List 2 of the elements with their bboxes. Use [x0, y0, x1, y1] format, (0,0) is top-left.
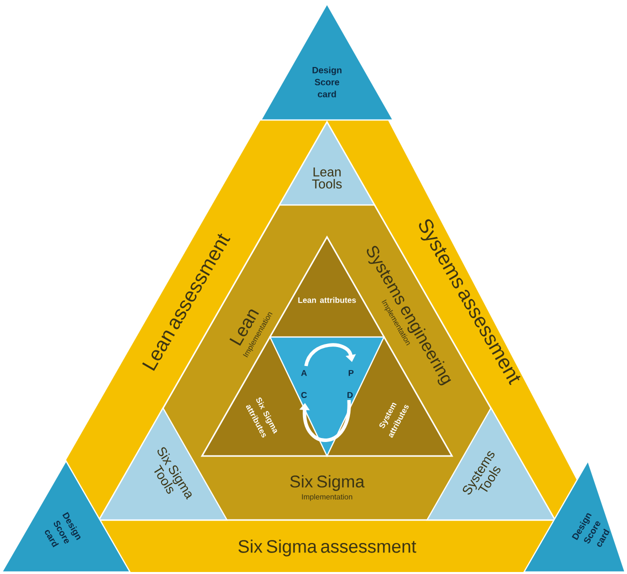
band-label: Six Sigma assessment: [238, 540, 416, 556]
section-label: Lean attributes: [298, 297, 356, 303]
